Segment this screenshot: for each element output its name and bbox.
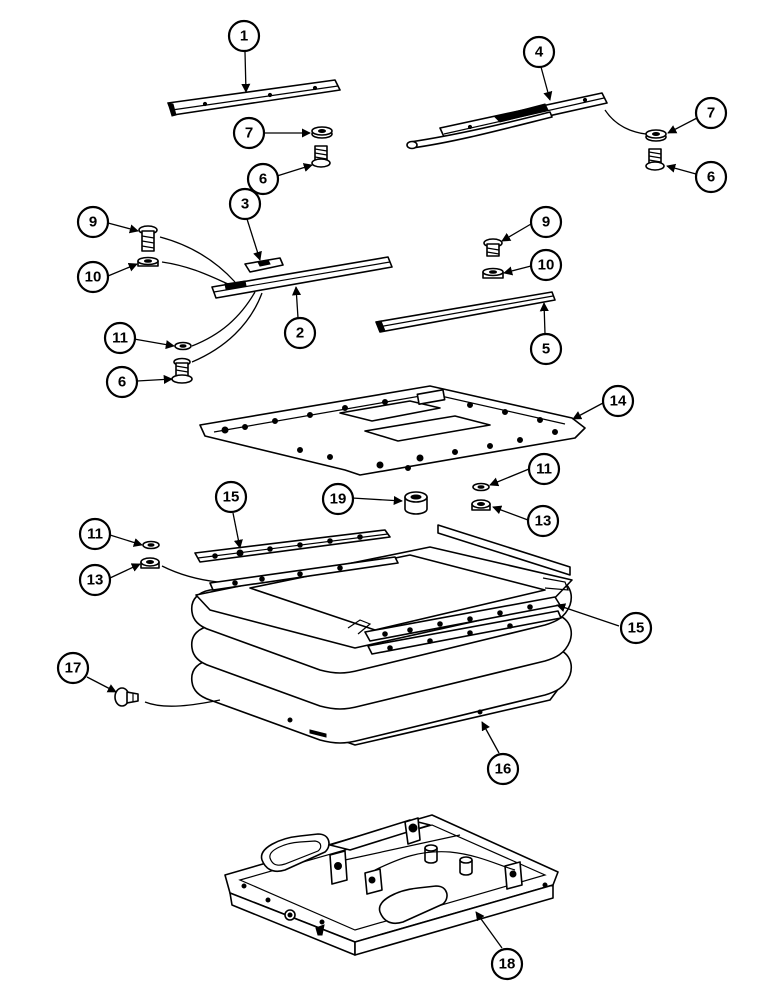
callout-9-left: 9 <box>76 205 110 239</box>
svg-text:7: 7 <box>707 105 715 122</box>
callout-4: 4 <box>522 35 556 69</box>
part-11-washer-right <box>472 482 490 492</box>
part-7-washer-right <box>645 129 667 142</box>
svg-text:19: 19 <box>330 491 347 508</box>
part-6-bolt-lower <box>171 357 193 384</box>
part-18-base-frame <box>224 814 559 956</box>
callout-11-right: 11 <box>527 452 561 486</box>
part-15-strip-lower <box>209 556 399 591</box>
callout-13-left: 13 <box>78 563 112 597</box>
part-16-bellows <box>190 524 573 746</box>
svg-text:11: 11 <box>536 461 552 478</box>
callout-17: 17 <box>56 651 90 685</box>
part-15-strip-upper <box>194 529 391 563</box>
callout-6-top: 6 <box>246 162 280 196</box>
part-10-nut-right <box>482 267 504 279</box>
callout-6-right: 6 <box>694 160 728 194</box>
part-2-lower-rail <box>211 256 393 299</box>
svg-text:10: 10 <box>538 257 555 274</box>
part-6-bolt-right <box>645 148 665 171</box>
callout-10-right: 10 <box>529 248 563 282</box>
svg-text:5: 5 <box>542 341 550 358</box>
svg-text:10: 10 <box>85 269 102 286</box>
part-17-knob <box>114 687 139 707</box>
callout-3: 3 <box>228 187 262 221</box>
callout-11-upper: 11 <box>103 321 137 355</box>
svg-text:15: 15 <box>223 489 240 506</box>
svg-text:17: 17 <box>65 660 82 677</box>
callout-10-left: 10 <box>76 260 110 294</box>
svg-text:6: 6 <box>707 169 715 186</box>
part-7-washer-left <box>311 126 333 139</box>
callout-2: 2 <box>283 316 317 350</box>
part-19-bushing <box>404 491 428 515</box>
part-5-lower-rail <box>375 291 556 333</box>
callout-6-lower: 6 <box>105 365 139 399</box>
part-11-washer-left <box>142 540 160 550</box>
callout-7-left: 7 <box>232 116 266 150</box>
svg-text:9: 9 <box>89 214 97 231</box>
svg-text:16: 16 <box>495 761 512 778</box>
leader-arrows <box>86 51 698 949</box>
callout-18: 18 <box>490 947 524 981</box>
part-13-nut-right <box>471 499 491 511</box>
svg-text:6: 6 <box>259 171 267 188</box>
part-14-seat-plate <box>199 385 586 476</box>
part-6-bolt-left <box>311 145 331 168</box>
svg-text:13: 13 <box>87 572 104 589</box>
callout-5: 5 <box>529 332 563 366</box>
part-10-nut-left <box>137 256 159 267</box>
svg-text:18: 18 <box>499 956 516 973</box>
part-1-seat-rail <box>167 79 341 117</box>
svg-text:11: 11 <box>87 526 103 543</box>
callout-15-upper: 15 <box>214 480 248 514</box>
svg-text:13: 13 <box>535 513 552 530</box>
callout-16: 16 <box>486 752 520 786</box>
svg-text:6: 6 <box>118 374 126 391</box>
svg-text:7: 7 <box>245 125 253 142</box>
part-4-rail-with-lever <box>406 92 608 150</box>
part-11-washer-upper <box>174 341 192 351</box>
svg-text:14: 14 <box>610 393 627 410</box>
part-3-clip <box>244 257 284 273</box>
svg-text:9: 9 <box>542 214 550 231</box>
svg-text:3: 3 <box>241 196 249 213</box>
part-9-bolt-right <box>483 238 503 257</box>
callout-13-right: 13 <box>526 504 560 538</box>
callout-14: 14 <box>601 384 635 418</box>
callout-19: 19 <box>321 482 355 516</box>
svg-text:11: 11 <box>112 330 128 347</box>
svg-text:1: 1 <box>240 28 248 45</box>
svg-text:2: 2 <box>296 325 304 342</box>
callout-11-left: 11 <box>78 517 112 551</box>
callout-1: 1 <box>227 19 261 53</box>
callout-9-right: 9 <box>529 205 563 239</box>
part-9-bolt-left <box>138 225 158 252</box>
part-13-nut-left <box>140 557 160 569</box>
callout-15-right: 15 <box>619 611 653 645</box>
callout-7-right: 7 <box>694 96 728 130</box>
svg-text:15: 15 <box>628 620 645 637</box>
svg-text:4: 4 <box>535 44 544 61</box>
